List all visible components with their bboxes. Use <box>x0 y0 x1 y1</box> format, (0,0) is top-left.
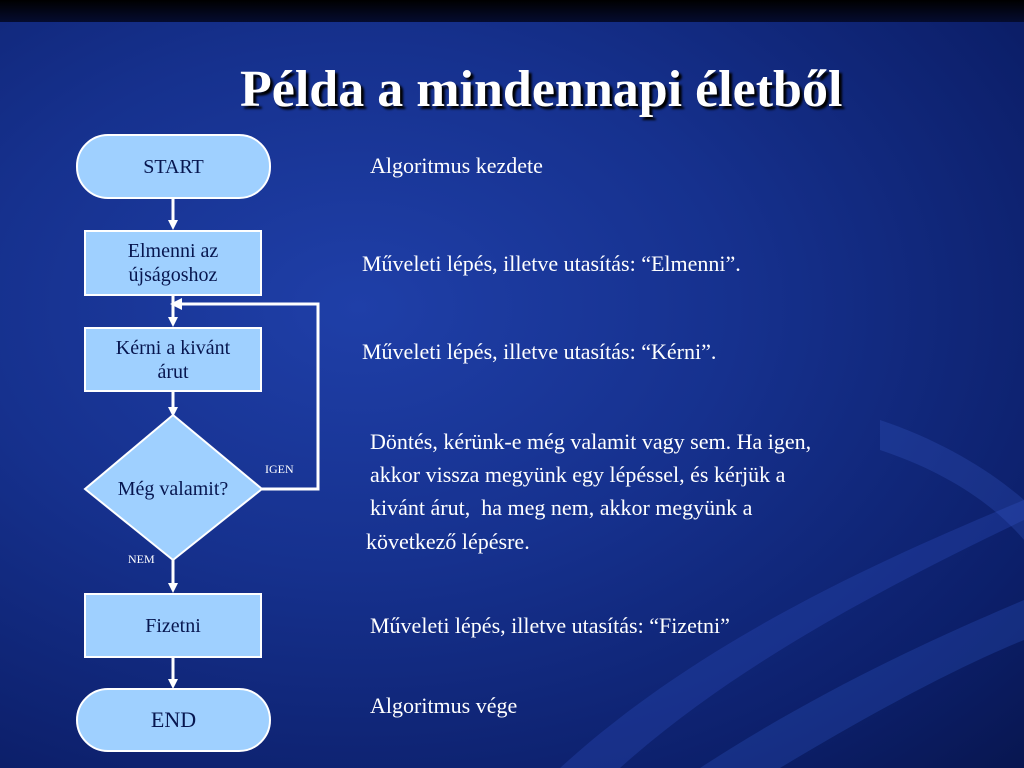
loop-arrow-head <box>170 298 182 310</box>
step-kerni-node: Kérni a kivánt árut <box>84 327 262 392</box>
desc-step3: Műveleti lépés, illetve utasítás: “Fizet… <box>370 613 730 638</box>
desc-decision-line-2: akkor vissza megyünk egy lépéssel, és ké… <box>370 462 786 487</box>
yes-label: IGEN <box>265 462 294 476</box>
desc-start: Algoritmus kezdete <box>370 153 543 178</box>
decision-diamond <box>83 413 264 562</box>
decision-label: Még valamit? <box>117 478 229 500</box>
desc-decision-line-1: Döntés, kérünk-e még valamit vagy sem. H… <box>370 429 812 454</box>
step-fizetni-node: Fizetni <box>84 593 262 658</box>
loop-back-line <box>177 302 320 491</box>
end-node: END <box>76 688 271 752</box>
desc-step2: Műveleti lépés, illetve utasítás: “Kérni… <box>362 339 717 364</box>
desc-end: Algoritmus vége <box>370 693 518 718</box>
step-elmenni-node: Elmenni az újságoshoz <box>84 230 262 296</box>
desc-decision-line-3: kivánt árut, ha meg nem, akkor megyünk a <box>370 495 753 520</box>
desc-decision-line-4: következő lépésre. <box>366 529 530 554</box>
top-dark-bar <box>0 0 1024 22</box>
desc-step1: Műveleti lépés, illetve utasítás: “Elmen… <box>362 251 741 276</box>
start-node: START <box>76 134 271 199</box>
no-label: NEM <box>128 552 155 566</box>
slide-title: Példa a mindennapi életből <box>240 61 843 118</box>
